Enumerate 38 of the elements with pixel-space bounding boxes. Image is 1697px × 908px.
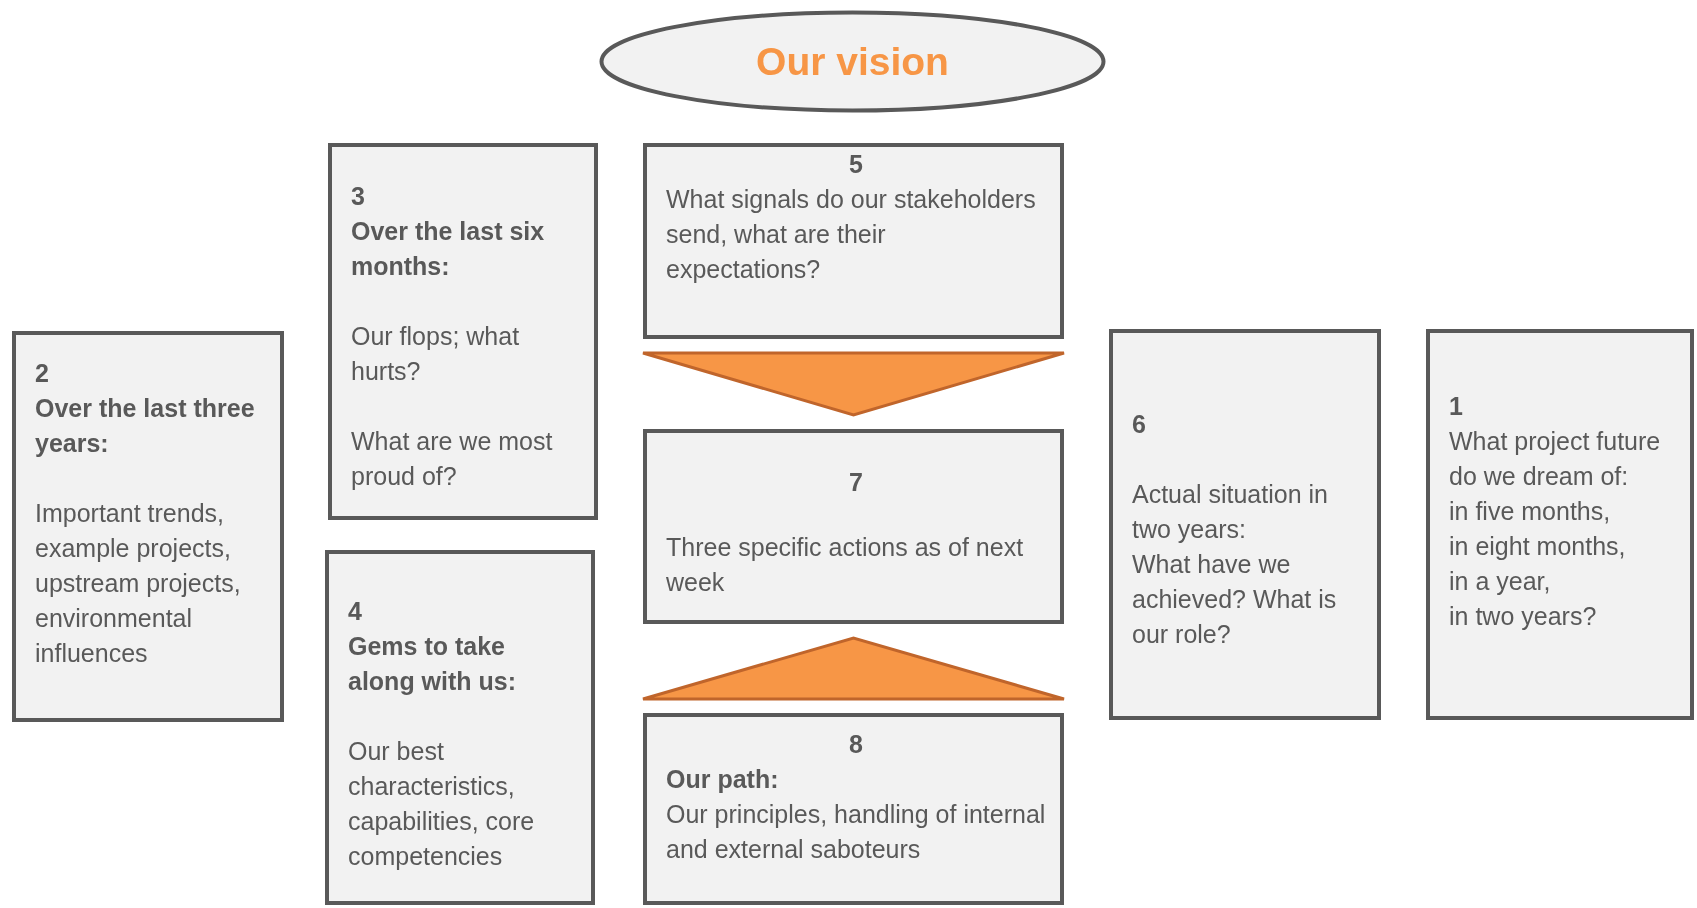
heading: Our path: [666,764,780,795]
body-text: Our flops; what hurts? [351,321,521,387]
step-number: 2 [35,358,50,389]
body-text: Our best characteristics, capabilities, core competencies [348,736,536,872]
text-card [1109,329,1381,720]
body-text: Actual situation in two years: [1132,479,1329,545]
step-number: 4 [348,596,363,627]
text-card [325,550,595,905]
body-text: in five months, [1449,496,1612,527]
step-number: 5 [848,149,864,180]
body-text: Our principles, handling of internal and external saboteurs [666,799,1046,865]
text-card [643,429,1064,624]
text-card [643,713,1064,905]
text-card [12,331,284,722]
heading: Over the last six months: [351,216,546,282]
chevron-arrow [641,351,1066,417]
step-number: 3 [351,181,366,212]
body-text: in two years? [1449,601,1598,632]
chevron-arrow [641,636,1066,701]
text-card [328,143,598,520]
body-text: What are we most proud of? [351,426,554,492]
step-number: 1 [1449,391,1464,422]
step-number: 6 [1132,409,1147,440]
body-text: Important trends, example projects, upstream projects, environmental influences [35,498,242,669]
text-card [643,143,1064,339]
body-text: Three specific actions as of next week [666,532,1025,598]
step-number: 7 [848,467,864,498]
heading: Gems to take along with us: [348,631,518,697]
text-card [1426,329,1694,720]
vision-ellipse [598,9,1107,114]
body-text: What project future do we dream of: [1449,426,1662,492]
body-text: in a year, [1449,566,1552,597]
step-number: 8 [848,729,864,760]
body-text: in eight months, [1449,531,1627,562]
body-text: What have we achieved? What is our role? [1132,549,1338,650]
body-text: What signals do our stakeholders send, what are their expectations? [666,184,1037,285]
title: Our vision [756,39,949,84]
heading: Over the last three years: [35,393,256,459]
